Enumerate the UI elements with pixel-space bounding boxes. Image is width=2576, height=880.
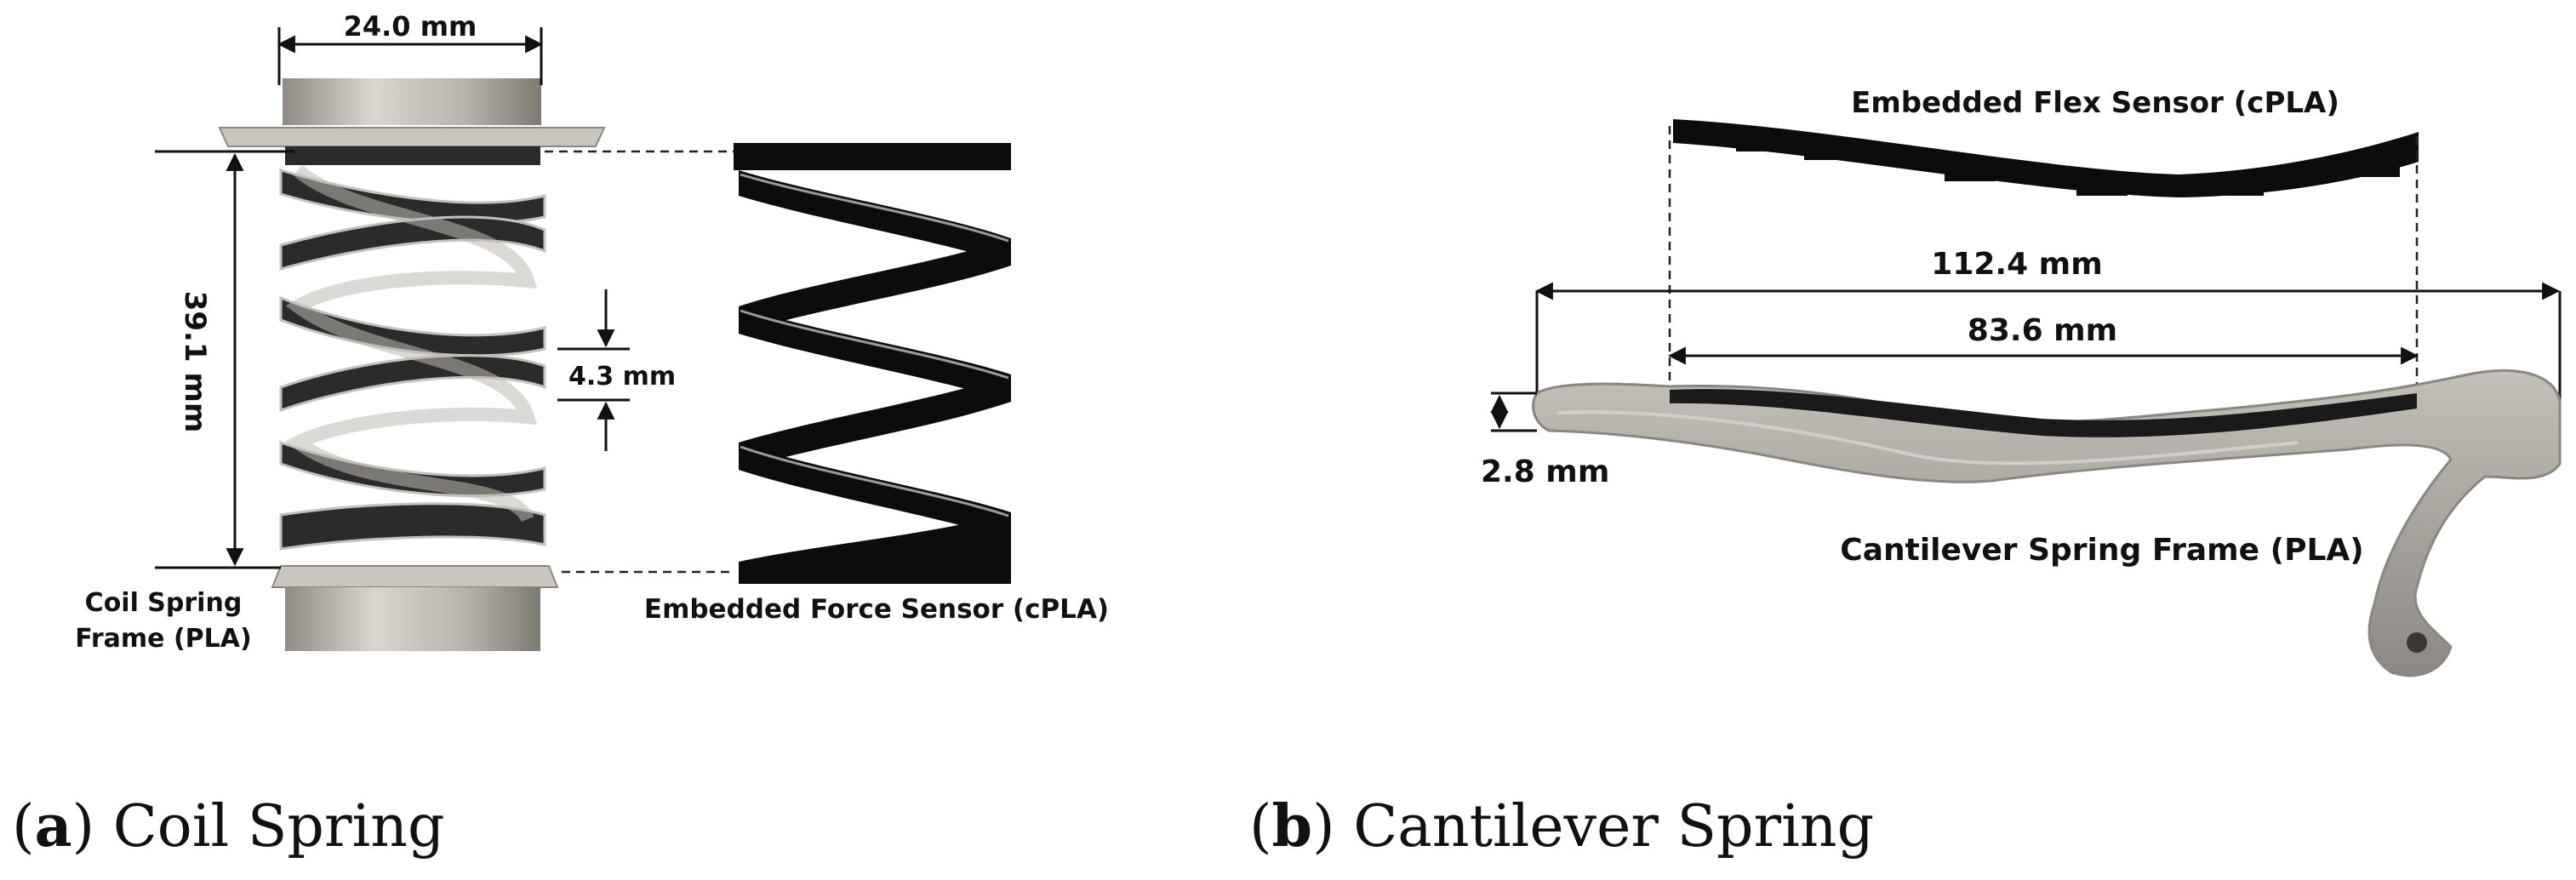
embedded-force-sensor-image: [734, 143, 1011, 584]
thickness-label: 2.8 mm: [1481, 454, 1609, 489]
coil-turns: [279, 164, 546, 551]
svg-text:(a) Coil Spring: (a) Coil Spring: [12, 792, 445, 860]
pitch-label: 4.3 mm: [568, 362, 676, 391]
caption-a-text: Coil Spring: [113, 793, 445, 860]
total-length-label: 112.4 mm: [1931, 247, 2102, 282]
force-sensor-label: Embedded Force Sensor (cPLA): [644, 594, 1109, 625]
height-label: 39.1 mm: [178, 291, 212, 433]
coil-frame-label-line2: Frame (PLA): [75, 624, 251, 654]
cantilever-frame-label: Cantilever Spring Frame (PLA): [1840, 533, 2363, 568]
flex-sensor-label: Embedded Flex Sensor (cPLA): [1851, 86, 2339, 120]
caption-b: (b) Cantilever Spring: [1249, 792, 1874, 860]
svg-text:(b) Cantilever Spring: (b) Cantilever Spring: [1249, 792, 1874, 860]
caption-a: (a) Coil Spring: [12, 792, 445, 860]
panel-b-cantilever-spring: Embedded Flex Sensor (cPLA) 112.4 mm 83.…: [1481, 86, 2562, 677]
coil-frame-label-line1: Coil Spring: [85, 588, 243, 618]
sensor-length-label: 83.6 mm: [1968, 313, 2117, 348]
panel-a-coil-spring: 24.0 mm 39.1 mm 4.3 mm Coil Spring Frame…: [75, 10, 1109, 654]
caption-b-text: Cantilever Spring: [1353, 793, 1874, 860]
width-label: 24.0 mm: [344, 10, 477, 43]
coil-spring-frame-image: [218, 78, 606, 651]
caption-b-letter: b: [1272, 792, 1313, 860]
cantilever-spring-frame-image: [1532, 369, 2562, 677]
caption-a-letter: a: [35, 792, 72, 860]
embedded-flex-sensor-image: [1673, 119, 2419, 197]
